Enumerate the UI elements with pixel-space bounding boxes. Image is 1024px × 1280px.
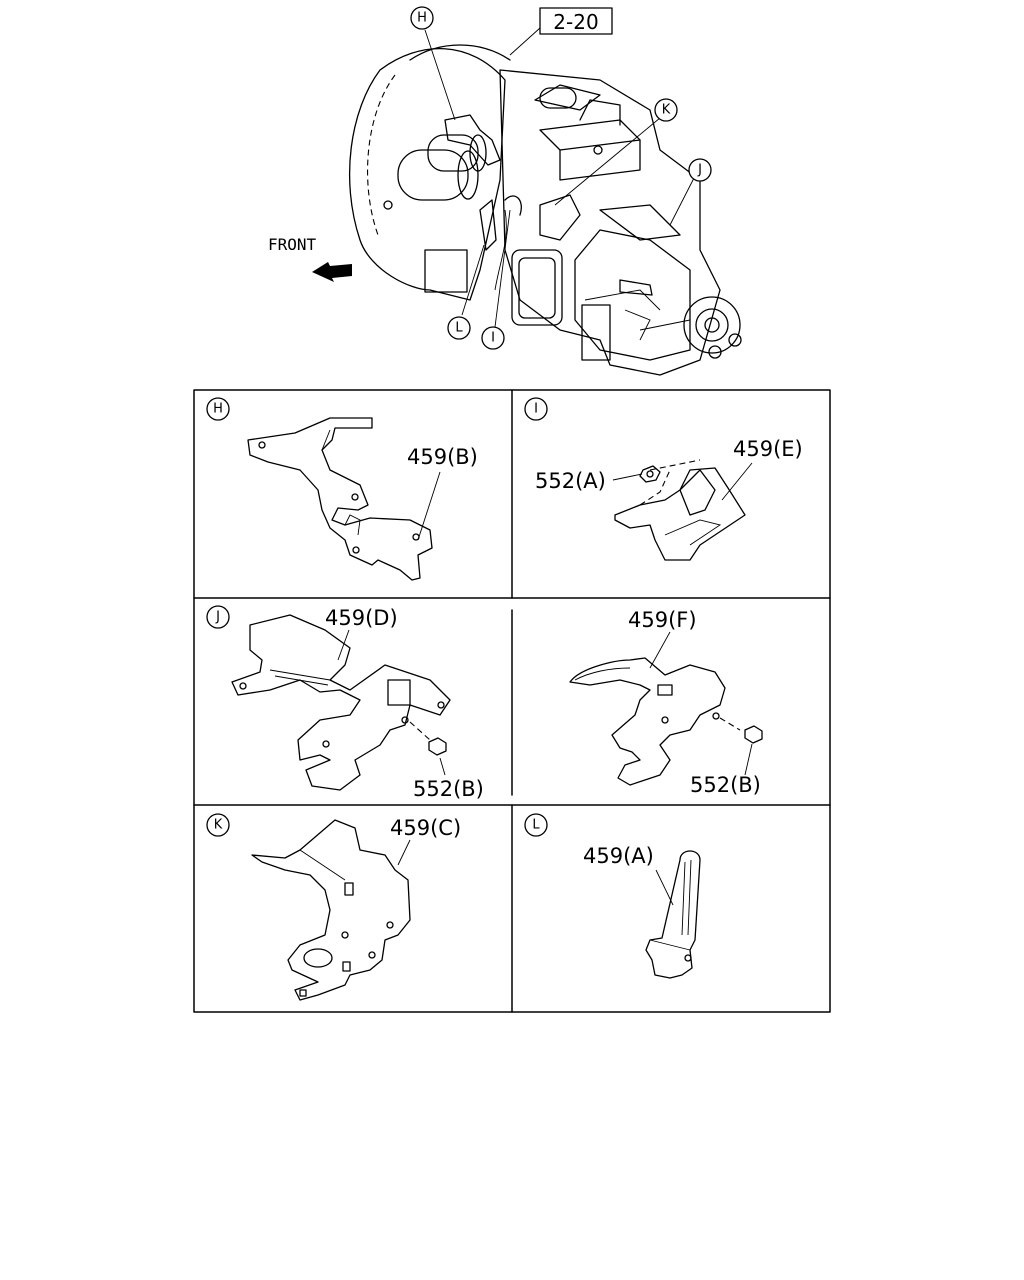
- nut-552B-F-icon: [744, 725, 763, 744]
- part-label-552B-F: 552(B): [690, 773, 761, 797]
- front-arrow-icon: [312, 262, 352, 282]
- panel-J[interactable]: J 459(D) 552(B): [206, 605, 484, 801]
- panel-K[interactable]: K 459(C): [206, 813, 461, 1001]
- panel-I-circle: [524, 397, 548, 421]
- panel-J-circle: [206, 605, 230, 629]
- part-label-459D: 459(D): [325, 606, 398, 630]
- panel-I-letter: I: [534, 402, 538, 417]
- panel-L-circle: [524, 813, 548, 837]
- part-label-459A: 459(A): [583, 844, 654, 868]
- part-label-459B: 459(B): [407, 445, 478, 469]
- callout-L-letter: L: [455, 321, 463, 336]
- bracket-459F: [569, 657, 726, 786]
- panel-K-letter: K: [214, 818, 223, 833]
- detail-grid: [193, 389, 831, 1013]
- bracket-459C: [251, 819, 411, 1001]
- reference-box[interactable]: 2-20: [539, 7, 613, 35]
- panel-H-circle: [206, 397, 230, 421]
- bracket-459D: [231, 614, 451, 791]
- callout-H[interactable]: H: [410, 6, 434, 30]
- front-label: FRONT: [268, 235, 317, 254]
- callout-J-letter: J: [697, 163, 702, 178]
- part-label-459F: 459(F): [628, 608, 697, 632]
- callout-J[interactable]: J: [688, 158, 712, 182]
- callout-I[interactable]: I: [481, 326, 505, 350]
- panel-H[interactable]: H 459(B): [206, 397, 478, 581]
- panel-K-circle: [206, 813, 230, 837]
- panel-J-letter: J: [215, 610, 220, 625]
- bracket-459B: [247, 417, 433, 581]
- part-label-552A: 552(A): [535, 469, 606, 493]
- nut-552A-icon: [639, 465, 661, 483]
- callout-H-letter: H: [417, 11, 427, 26]
- callout-K[interactable]: K: [654, 98, 678, 122]
- part-label-459E: 459(E): [733, 437, 803, 461]
- callout-L[interactable]: L: [447, 316, 471, 340]
- panel-F[interactable]: 459(F) 552(B): [569, 608, 763, 797]
- transmission-overview: 2-20: [268, 6, 742, 376]
- nut-552B-icon: [428, 737, 447, 756]
- part-label-459C: 459(C): [390, 816, 461, 840]
- part-label-552B-J: 552(B): [413, 777, 484, 801]
- reference-number: 2-20: [553, 10, 598, 34]
- panel-H-letter: H: [213, 402, 223, 417]
- panel-L[interactable]: L 459(A): [524, 813, 701, 979]
- panel-L-letter: L: [532, 818, 540, 833]
- bracket-459E: [614, 467, 746, 561]
- panel-I[interactable]: I 459(E) 552(A): [524, 397, 803, 561]
- bracket-459A: [645, 850, 701, 979]
- callout-I-letter: I: [491, 331, 495, 346]
- callout-K-letter: K: [662, 103, 671, 118]
